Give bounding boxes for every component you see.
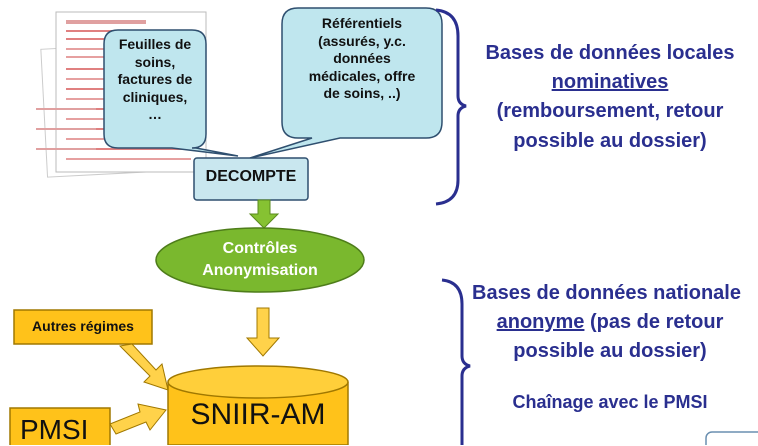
ref-bubble-text: Référentiels (assurés, y.c. données médi… [308,15,416,101]
pmsi-label: PMSI [20,414,89,445]
arrow-pmsi-icon [109,403,167,435]
anonymisation-label: Anonymisation [202,262,318,279]
autres-regimes-label: Autres régimes [32,318,134,334]
national-db-line3: possible au dossier) [513,340,707,362]
decompte-label: DECOMPTE [205,168,297,185]
national-db-line2-rest: (pas de retour [584,311,724,333]
forms-bubble-text: Feuilles de soins, factures de cliniques… [117,36,193,122]
ref-callout-bubble [249,7,443,159]
local-db-line3: (remboursement, retour [496,100,724,122]
arrow-down-yellow-icon [245,307,281,357]
sniir-am-cylinder [167,382,349,445]
national-db-anonyme: anonyme [496,311,585,333]
autres-regimes-box [13,309,153,345]
pmsi-box [9,407,111,445]
brace-national-icon [441,278,471,445]
sniir-am-cylinder-top [167,365,349,399]
local-db-line1: Bases de données locales [485,42,735,64]
national-db-line1: Bases de données nationale [472,282,741,304]
brace-local-icon [435,8,467,206]
arrow-diagonal-autres-icon [118,343,169,391]
controles-label: Contrôles [222,240,298,257]
local-db-line2: nominatives [551,71,669,93]
forms-callout-bubble [103,29,239,157]
decompte-box [193,157,309,201]
arrow-down-green-icon [248,199,280,229]
national-db-line2: anonyme (pas de retour [472,311,748,334]
national-db-line4: Chaînage avec le PMSI [512,392,708,412]
controles-ellipse [155,227,365,293]
sniir-am-label: SNIIR-AM [190,398,326,431]
corner-fragment [705,431,758,445]
local-db-line4: possible au dossier) [513,130,707,152]
